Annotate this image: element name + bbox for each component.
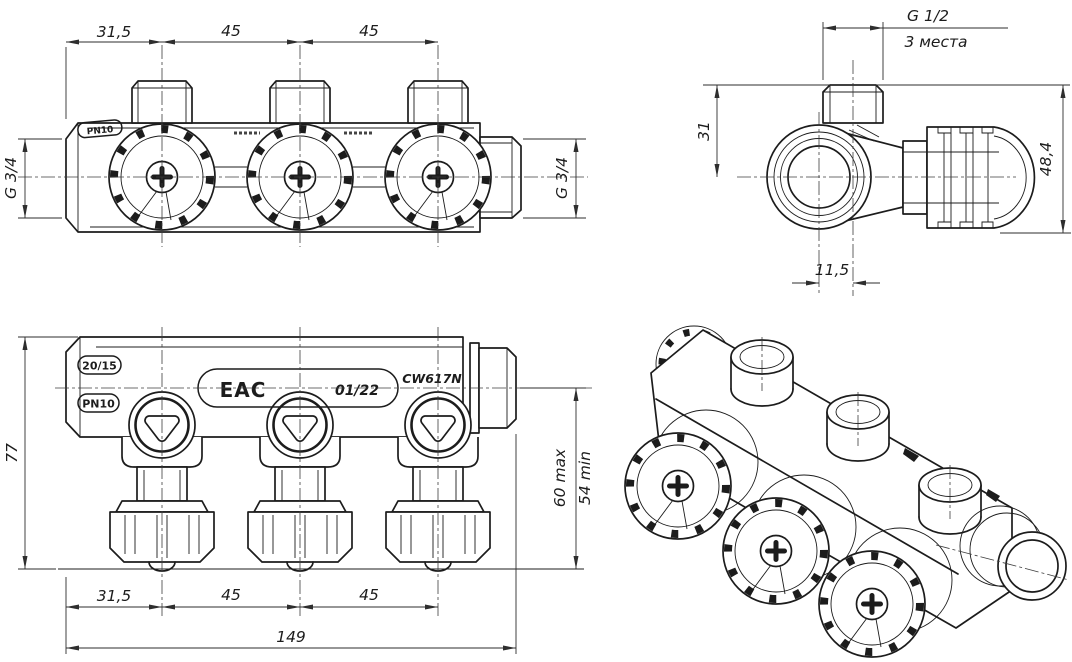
iso-wheel-1 [625, 433, 731, 539]
iso-port-3 [918, 464, 982, 535]
side-view: G 1/2 3 места 31 48,4 11,5 [695, 7, 1071, 296]
plan-marking-pn10: PN10 [86, 125, 113, 137]
side-places-label: 3 места [904, 33, 967, 51]
front-marking-size: 20/15 [82, 360, 117, 373]
side-handwheel [926, 126, 1036, 229]
iso-wheel-3 [819, 551, 925, 657]
iso-flow-mark-1 [903, 448, 919, 462]
plan-view: PN10 31,5 45 45 G 3/4 G 3/4 [2, 22, 588, 247]
iso-outlet [935, 505, 1070, 601]
front-marking-pn: PN10 [82, 398, 115, 411]
side-port [822, 84, 884, 124]
front-view: 20/15 PN10 EAC 01/22 CW617N 77 60 max 54… [3, 327, 594, 654]
plan-dim-45-a: 45 [221, 22, 241, 40]
front-marking-date: 01/22 [335, 383, 379, 399]
isometric-view [625, 325, 1070, 657]
front-dim-60-max: 60 max [551, 448, 569, 507]
front-badge-pn [77, 393, 120, 413]
front-centerlines-vertical [161, 327, 439, 616]
front-dim-31-5: 31,5 [97, 587, 132, 605]
iso-port-2 [826, 391, 890, 462]
plan-outlet [479, 136, 522, 219]
front-dim-54-min: 54 min [576, 451, 594, 505]
plan-dim-45-b: 45 [359, 22, 379, 40]
front-dim-149: 149 [276, 628, 306, 646]
plan-dim-31-5: 31,5 [97, 23, 132, 41]
plan-pn10-banner: PN10 [77, 119, 123, 139]
front-badge-size [77, 355, 122, 375]
iso-flow-mark-2 [986, 489, 1000, 502]
side-dim-48-4: 48,4 [1037, 142, 1055, 177]
front-marking-eac: EAC [220, 378, 267, 402]
front-dim-45-b: 45 [359, 586, 379, 604]
plan-outlet-thread-label: G 3/4 [553, 157, 571, 199]
side-dim-11-5: 11,5 [815, 261, 850, 279]
front-dim-45-a: 45 [221, 586, 241, 604]
plan-centerlines-vertical [161, 45, 439, 247]
iso-port-1 [730, 336, 794, 407]
side-dim-31: 31 [695, 121, 713, 141]
front-marking-alloy: CW617N [402, 371, 462, 386]
side-thread-label: G 1/2 [907, 7, 949, 25]
front-dim-77: 77 [3, 443, 21, 463]
plan-inlet-thread-label: G 3/4 [2, 157, 20, 199]
iso-wheel-2 [723, 498, 829, 604]
